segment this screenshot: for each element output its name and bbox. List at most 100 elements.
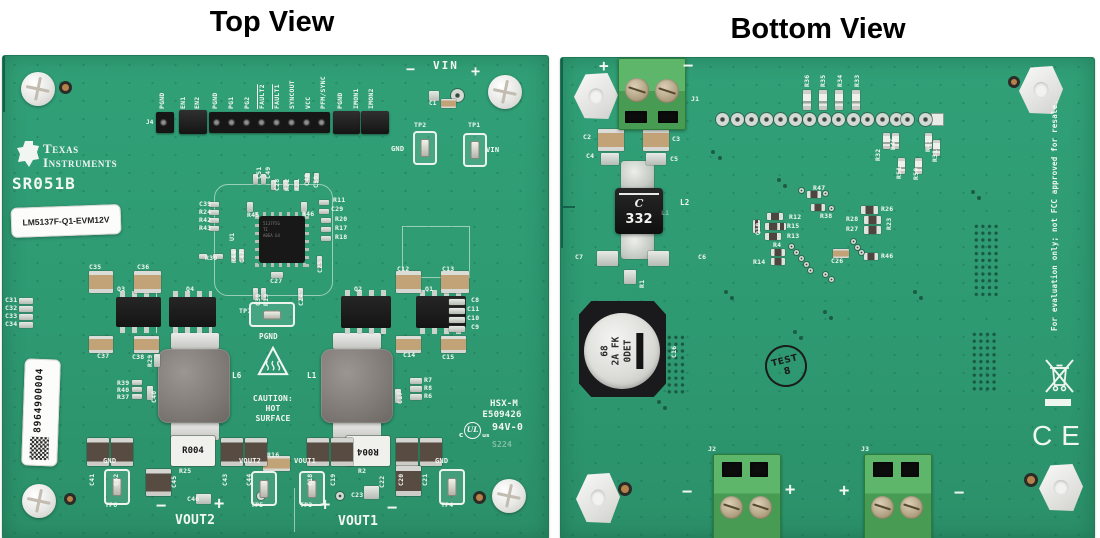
solder-tab: [171, 333, 219, 349]
silkscreen-label: R38: [820, 212, 833, 220]
silkscreen-label: J1: [691, 95, 700, 103]
smd-component: [87, 438, 109, 466]
smd-component: [646, 153, 666, 165]
mosfet-q2: [341, 290, 391, 334]
silkscreen-label: −: [156, 496, 167, 516]
smd-component: [449, 326, 465, 332]
smd-component: [777, 178, 781, 182]
header-j4-jumper: [333, 111, 360, 134]
weee-icon: [1043, 357, 1076, 397]
smd-component: [213, 254, 223, 259]
smd-component: [449, 317, 465, 323]
silkscreen-label: PGND: [259, 332, 278, 341]
silkscreen-label: R21: [293, 178, 301, 191]
silkscreen-label: GND: [391, 145, 405, 153]
inductor-l1: [321, 349, 393, 423]
j2-output-terminal: [713, 454, 781, 538]
silkscreen-label: R46: [302, 210, 315, 218]
smd-component: [319, 200, 329, 205]
silkscreen-label: C43: [221, 473, 229, 486]
silkscreen-label: J2: [708, 445, 717, 453]
silkscreen-label: C30: [254, 293, 262, 306]
test-stamp-number: 8: [782, 364, 792, 377]
corner-screw: [488, 75, 522, 109]
smd-component: [861, 206, 878, 214]
silkscreen-label: R45: [889, 137, 897, 150]
header-pin-label: IMON2: [367, 88, 375, 109]
smd-component: [783, 184, 787, 188]
via-grid: [666, 334, 686, 396]
smd-component: [247, 202, 253, 212]
smd-component: [829, 316, 833, 320]
smd-component: [209, 218, 219, 223]
smd-component: [410, 386, 422, 392]
silkscreen-label: R32: [874, 148, 882, 161]
smd-component: [245, 438, 267, 466]
silkscreen-label: C24: [297, 293, 305, 306]
smd-component: [298, 288, 303, 300]
smd-component: [657, 400, 661, 404]
smd-component: [263, 456, 290, 471]
smd-component: [209, 226, 219, 231]
smd-component: [395, 389, 401, 403]
smd-component: [833, 249, 849, 258]
smd-component: [449, 308, 465, 314]
ul-certification-mark: c UL us: [459, 422, 489, 439]
ul-us: us: [482, 433, 490, 439]
smd-component: [441, 336, 466, 353]
corner-screw: [492, 479, 526, 513]
smd-component: [261, 174, 266, 184]
silkscreen-label: R12: [789, 213, 802, 221]
silkscreen-label: −: [406, 60, 416, 78]
through-hole-pad: [794, 250, 799, 255]
trace: [561, 208, 563, 248]
silkscreen-label: For evaluation only; not FCC approved fo…: [1050, 99, 1059, 331]
vin-through-hole-pad: [451, 89, 464, 102]
smd-component: [132, 380, 142, 385]
smd-component: [231, 249, 236, 261]
smd-component: [321, 227, 331, 232]
smd-component: [239, 249, 244, 261]
part-number-sticker: LM5137F-Q1-EVM12V: [10, 204, 122, 238]
silkscreen-label: C12: [397, 265, 410, 273]
smd-component: [597, 251, 618, 266]
smd-component: [19, 322, 33, 328]
silkscreen-label: J4: [146, 119, 154, 126]
mosfet-q4: [169, 291, 216, 333]
smd-component: [253, 288, 258, 300]
cap-marking: 2A FK: [610, 336, 622, 366]
smd-component: [321, 218, 331, 223]
silkscreen-label: L1: [307, 371, 317, 380]
header-pin-label: PGND: [336, 92, 344, 109]
smd-component: [331, 438, 353, 466]
silkscreen-label: TP7: [239, 307, 252, 315]
silkscreen-label: C19: [329, 473, 337, 486]
silkscreen-label: R15: [787, 222, 800, 230]
solder-tab: [171, 422, 219, 440]
silkscreen-label: −: [683, 56, 694, 76]
smd-component: [196, 494, 211, 504]
silkscreen-label: E509426: [482, 410, 522, 420]
silkscreen-label: C17: [396, 391, 404, 404]
top-view-title: Top View: [209, 6, 335, 38]
silkscreen-label: Q10: [754, 222, 762, 235]
sticker-text: LM5137F-Q1-EVM12V: [22, 214, 110, 228]
silkscreen-label: R39: [117, 379, 130, 387]
through-hole-pad: [829, 277, 834, 282]
silkscreen-label: L6: [232, 371, 242, 380]
header-j4-jumper: [361, 111, 389, 134]
smd-component: [321, 236, 331, 241]
silkscreen-label: 94V-0: [492, 422, 524, 433]
smd-component: [441, 99, 456, 108]
header-pin-label: EN1: [179, 96, 187, 109]
smd-component: [396, 336, 421, 353]
smd-component: [410, 378, 422, 384]
silkscreen-label: R40: [117, 386, 130, 394]
silkscreen-label: R1: [638, 279, 646, 288]
ic-marking: 5137F5G: [263, 221, 280, 226]
smd-component: [915, 158, 922, 174]
through-hole-pad: [823, 272, 828, 277]
smd-component: [852, 90, 860, 110]
silkscreen-label: Q1: [425, 285, 434, 293]
